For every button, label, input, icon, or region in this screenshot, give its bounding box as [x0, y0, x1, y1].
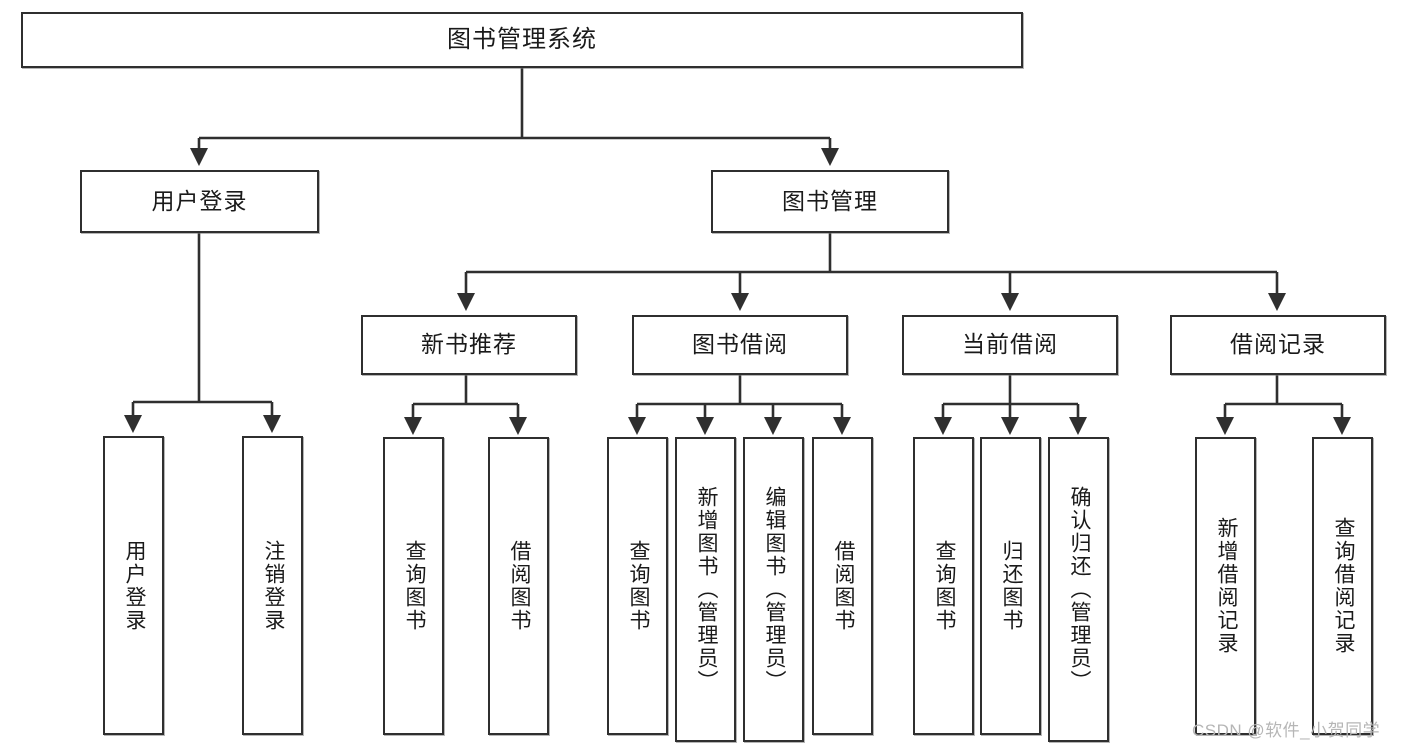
node-leaf-query-book-2[interactable]: 查询图书 [607, 437, 668, 735]
node-leaf-add-record-label: 新增借阅记录 [1214, 517, 1238, 655]
node-leaf-logout-label: 注销登录 [261, 539, 285, 632]
node-current-borrow-label: 当前借阅 [962, 331, 1058, 358]
node-leaf-borrow-book-2-label: 借阅图书 [831, 540, 855, 632]
node-leaf-confirm-return-admin[interactable]: 确认归还（管理员） [1048, 437, 1109, 742]
node-current-borrow[interactable]: 当前借阅 [902, 315, 1118, 375]
node-new-book-rec[interactable]: 新书推荐 [361, 315, 577, 375]
node-book-borrow[interactable]: 图书借阅 [632, 315, 848, 375]
node-leaf-return-book-label: 归还图书 [999, 540, 1023, 632]
node-leaf-borrow-book-1-label: 借阅图书 [507, 540, 531, 632]
node-root[interactable]: 图书管理系统 [21, 12, 1023, 68]
node-leaf-user-login-label: 用户登录 [122, 539, 146, 632]
node-user-login[interactable]: 用户登录 [80, 170, 319, 233]
node-leaf-borrow-book-1[interactable]: 借阅图书 [488, 437, 549, 735]
node-user-login-label: 用户登录 [151, 187, 248, 214]
node-leaf-add-record[interactable]: 新增借阅记录 [1195, 437, 1256, 735]
node-leaf-query-book-1[interactable]: 查询图书 [383, 437, 444, 735]
node-leaf-query-book-1-label: 查询图书 [402, 540, 426, 632]
node-leaf-confirm-return-admin-label: 确认归还（管理员） [1067, 486, 1091, 693]
node-book-manage[interactable]: 图书管理 [711, 170, 949, 233]
node-leaf-query-book-3[interactable]: 查询图书 [913, 437, 974, 735]
node-book-borrow-label: 图书借阅 [692, 331, 788, 358]
node-borrow-record[interactable]: 借阅记录 [1170, 315, 1386, 375]
node-leaf-return-book[interactable]: 归还图书 [980, 437, 1041, 735]
node-leaf-add-book-admin[interactable]: 新增图书（管理员） [675, 437, 736, 742]
node-new-book-rec-label: 新书推荐 [421, 331, 517, 358]
node-borrow-record-label: 借阅记录 [1230, 331, 1326, 358]
node-leaf-edit-book-admin-label: 编辑图书（管理员） [762, 486, 786, 693]
csdn-watermark: CSDN @软件_小贺同学 [1192, 721, 1381, 740]
node-leaf-borrow-book-2[interactable]: 借阅图书 [812, 437, 873, 735]
node-leaf-add-book-admin-label: 新增图书（管理员） [694, 486, 718, 693]
node-leaf-query-record[interactable]: 查询借阅记录 [1312, 437, 1373, 735]
node-leaf-user-login[interactable]: 用户登录 [103, 436, 164, 735]
node-leaf-edit-book-admin[interactable]: 编辑图书（管理员） [743, 437, 804, 742]
node-leaf-query-book-2-label: 查询图书 [626, 540, 650, 632]
node-leaf-query-book-3-label: 查询图书 [932, 540, 956, 632]
node-leaf-query-record-label: 查询借阅记录 [1331, 517, 1355, 655]
node-root-label: 图书管理系统 [447, 25, 597, 53]
node-leaf-logout[interactable]: 注销登录 [242, 436, 303, 735]
node-book-manage-label: 图书管理 [782, 187, 878, 214]
